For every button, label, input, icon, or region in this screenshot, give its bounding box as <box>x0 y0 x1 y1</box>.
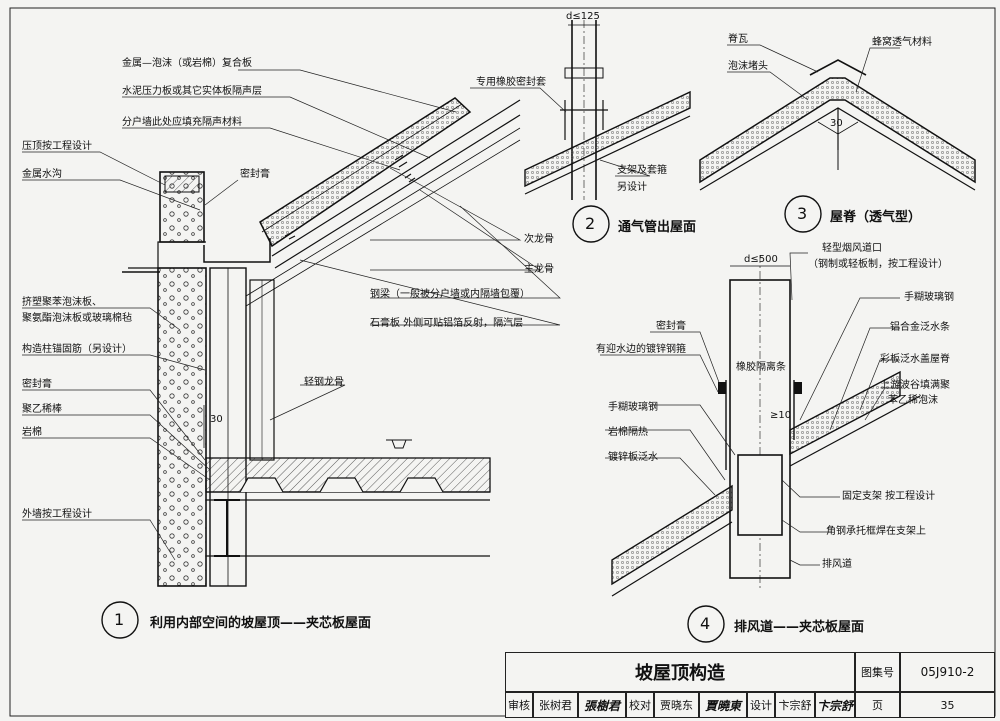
label-partition-fill: 分户墙此处应填充隔声材料 <box>122 117 242 128</box>
label-column-anchor: 构造柱锚固筋（另设计） <box>22 344 132 355</box>
label-al-strip: 铝合金泛水条 <box>890 322 950 333</box>
label-rubber-strip: 橡胶隔离条 <box>736 362 786 373</box>
designer-name: 卞宗舒 <box>775 692 815 718</box>
caption-4-number: 4 <box>700 614 711 633</box>
label-metal-gutter: 金属水沟 <box>22 169 62 180</box>
dim-30-d1: 30 <box>210 414 223 425</box>
label-cap-note: （钢制或轻板制，按工程设计） <box>808 259 948 270</box>
label-composite-panel: 金属—泡沫（或岩棉）复合板 <box>122 58 252 69</box>
label-support-hoop: 支架及套箍 <box>617 165 667 176</box>
label-pu-board: 聚氨酯泡沫板或玻璃棉毡 <box>22 313 132 324</box>
label-foam-plug: 泡沫堵头 <box>728 61 768 72</box>
reviewer-name: 张树君 <box>533 692 578 718</box>
page-label: 页 <box>855 692 900 718</box>
ridge-panels <box>699 77 976 184</box>
outer-wall <box>157 267 207 587</box>
dim-d125: d≤125 <box>566 11 600 22</box>
label-steel-beam: 钢梁（一般被分户墙或内隔墙包覆） <box>370 289 530 300</box>
design-label: 设计 <box>747 692 775 718</box>
label-cement-board: 水泥压力板或其它实体板隔声层 <box>122 86 262 97</box>
label-xps-board: 挤塑聚苯泡沫板、 <box>22 297 102 308</box>
metal-gutter <box>203 238 271 263</box>
reviewer-signature: 張樹君 <box>578 692 626 718</box>
checker-signature: 賈曉東 <box>699 692 747 718</box>
label-other-design: 另设计 <box>617 182 647 193</box>
label-galv-flash: 镀锌板泛水 <box>608 452 658 463</box>
label-rubber-sleeve: 专用橡胶密封套 <box>476 77 546 88</box>
label-hand-frp-top: 手糊玻璃钢 <box>904 292 954 303</box>
label-d4-rock-wool: 岩棉隔热 <box>608 427 648 438</box>
dim-30-d3: 30 <box>830 118 843 129</box>
label-main-purlin: 主龙骨 <box>524 264 554 275</box>
label-exhaust: 排风道 <box>822 559 852 570</box>
label-hand-frp: 手糊玻璃钢 <box>608 402 658 413</box>
atlas-number: 05J910-2 <box>900 652 995 692</box>
ridge-tile <box>809 59 867 76</box>
diagram-4 <box>600 252 921 643</box>
page-number: 35 <box>900 692 995 718</box>
drawing-title: 坡屋顶构造 <box>505 652 855 692</box>
roof-panel <box>259 97 472 248</box>
vent-roof-panel <box>524 90 691 188</box>
caption-3-number: 3 <box>797 204 808 223</box>
dim-10: ≥10 <box>770 410 792 421</box>
dim-d500: d≤500 <box>744 254 778 265</box>
label-rock-wool: 岩棉 <box>22 427 42 438</box>
steel-beam <box>214 499 240 557</box>
label-gypsum-board: 石膏板 外侧可贴铝箔反射，隔汽层 <box>370 318 524 329</box>
caption-1: 利用内部空间的坡屋顶——夹芯板屋面 <box>150 616 372 631</box>
caption-2: 通气管出屋面 <box>618 220 697 235</box>
caption-2-number: 2 <box>585 214 596 233</box>
diagram-3 <box>699 44 976 233</box>
title-block: 坡屋顶构造 图集号 05J910-2 审核 张树君 張樹君 校对 贾晓东 賈曉東… <box>505 652 995 718</box>
diagram-2 <box>470 20 691 243</box>
check-label: 校对 <box>626 692 654 718</box>
label-sealant: 密封膏 <box>22 379 52 390</box>
designer-signature: 卞宗舒 <box>815 692 855 718</box>
label-pe-rod: 聚乙稀棒 <box>22 404 62 415</box>
label-sealant-top: 密封膏 <box>240 169 270 180</box>
label-parapet-design: 压顶按工程设计 <box>22 141 92 152</box>
label-galv-nail: 有迎水边的镀锌钢箍 <box>596 344 686 355</box>
caption-4: 排风道——夹芯板屋面 <box>734 620 865 635</box>
diagram-1 <box>22 69 561 587</box>
label-cap: 轻型烟风道口 <box>822 243 882 254</box>
review-label: 审核 <box>505 692 533 718</box>
label-angle-frame: 角钢承托框焊在支架上 <box>826 526 926 537</box>
label-d4-sealant: 密封膏 <box>656 321 686 332</box>
checker-name: 贾晓东 <box>654 692 699 718</box>
label-upstream-fill: 上游波谷填满聚 <box>880 380 950 391</box>
label-honeycomb: 蜂窝透气材料 <box>872 37 932 48</box>
atlas-label: 图集号 <box>855 652 900 692</box>
angle-frame <box>737 454 783 536</box>
label-color-ridge: 彩板泛水盖屋脊 <box>880 354 950 365</box>
label-wall-design: 外墙按工程设计 <box>22 509 92 520</box>
label-light-steel-keel: 轻钢龙骨 <box>304 377 344 388</box>
label-sub-purlin: 次龙骨 <box>524 234 554 245</box>
rubber-sleeve <box>560 100 608 140</box>
caption-1-number: 1 <box>114 610 125 629</box>
label-upstream-fill2: 苯乙稀泡沫 <box>888 395 938 406</box>
label-fixed-support: 固定支架 按工程设计 <box>842 491 936 502</box>
caption-3: 屋脊（透气型） <box>830 210 922 225</box>
sheet-border <box>9 7 996 717</box>
label-ridge-tile: 脊瓦 <box>728 34 748 45</box>
